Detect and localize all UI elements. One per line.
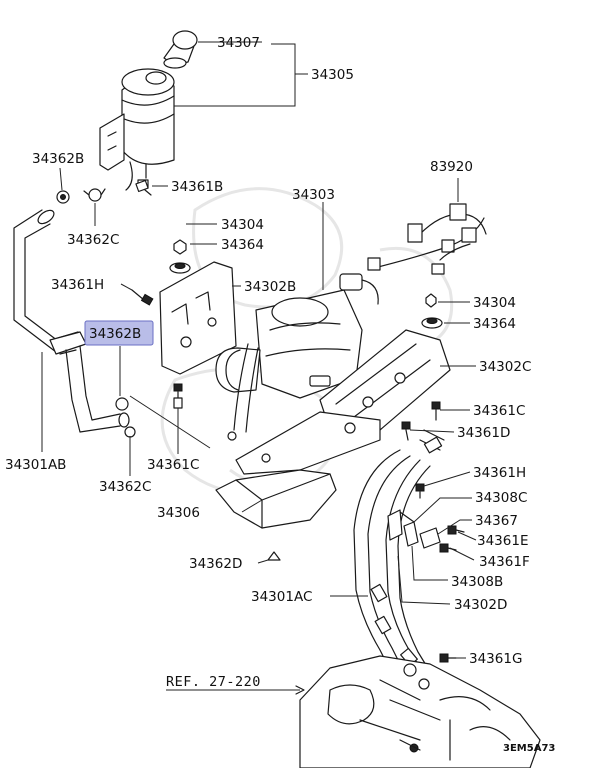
label-34362D[interactable]: 34362D <box>189 556 242 572</box>
label-34302B[interactable]: 34302B <box>244 279 296 295</box>
label-34361H-right[interactable]: 34361H <box>473 465 526 481</box>
label-34306[interactable]: 34306 <box>157 505 200 521</box>
label-34302C[interactable]: 34302C <box>479 359 531 375</box>
label-34362C-bottom[interactable]: 34362C <box>99 479 151 495</box>
label-34305[interactable]: 34305 <box>311 67 354 83</box>
washer-34364-top <box>169 262 191 274</box>
label-34361F[interactable]: 34361F <box>479 554 530 570</box>
label-ref-27-220[interactable]: REF. 27-220 <box>166 674 261 690</box>
label-34301AC[interactable]: 34301AC <box>251 589 312 605</box>
bracket-34308C <box>387 509 415 541</box>
label-34362B-top[interactable]: 34362B <box>32 151 84 167</box>
label-34367[interactable]: 34367 <box>475 513 518 529</box>
label-34308C[interactable]: 34308C <box>475 490 527 506</box>
clamp-34362B-top <box>56 190 70 204</box>
label-34361C-bottom[interactable]: 34361C <box>147 457 199 473</box>
label-83920[interactable]: 83920 <box>430 159 473 175</box>
clamp-34367 <box>419 527 441 549</box>
label-34361C-right[interactable]: 34361C <box>473 403 525 419</box>
label-34361D[interactable]: 34361D <box>457 425 510 441</box>
washer-34364-right <box>421 317 443 329</box>
power-steering-pump <box>215 273 379 441</box>
bracket-34308B <box>403 521 419 547</box>
bolt-34361E <box>447 525 465 535</box>
bracket-34302C <box>235 329 451 475</box>
bolt-34361F <box>439 543 457 553</box>
label-34361E[interactable]: 34361E <box>477 533 528 549</box>
clip-34362D <box>267 551 281 561</box>
label-34307[interactable]: 34307 <box>217 35 260 51</box>
nut-34304-top <box>173 239 187 255</box>
highlight-box-34362B <box>84 320 154 346</box>
bolt-34361D <box>401 421 411 441</box>
bolt-34361B <box>135 179 152 196</box>
label-34364-right[interactable]: 34364 <box>473 316 516 332</box>
label-34362B-highlighted[interactable]: 34362B <box>89 326 141 342</box>
label-34361H-left[interactable]: 34361H <box>51 277 104 293</box>
clamp-34362C-top <box>83 188 106 202</box>
reservoir-cap <box>163 30 198 69</box>
bolt-34361C-right <box>431 401 441 421</box>
leader-lines <box>41 41 477 695</box>
label-34361G[interactable]: 34361G <box>469 651 522 667</box>
nut-34304-right <box>425 293 437 308</box>
label-34304-right[interactable]: 34304 <box>473 295 516 311</box>
bolt-34361C-bottom <box>173 383 183 409</box>
label-34364-top[interactable]: 34364 <box>221 237 264 253</box>
label-34362C-top[interactable]: 34362C <box>67 232 119 248</box>
hose-34301AC <box>353 429 445 691</box>
diagram-code: 3EM5A73 <box>503 743 555 754</box>
cover-34306 <box>215 469 337 529</box>
label-34301AB[interactable]: 34301AB <box>5 457 66 473</box>
label-34304-top[interactable]: 34304 <box>221 217 264 233</box>
steering-gear-housing <box>299 655 541 768</box>
bolt-34361H-left <box>131 289 154 306</box>
label-34303[interactable]: 34303 <box>292 187 335 203</box>
reservoir <box>99 68 175 191</box>
label-34361B[interactable]: 34361B <box>171 179 223 195</box>
part-labels: 34307 34305 34362B 34361B 34362C 34303 8… <box>5 35 555 754</box>
bracket-34302B <box>159 261 237 375</box>
label-34302D[interactable]: 34302D <box>454 597 507 613</box>
bolt-34361H-right <box>415 483 425 499</box>
hose-34301AB <box>13 209 136 438</box>
wiring-harness-83920 <box>367 203 487 275</box>
bolt-34361G <box>439 653 457 663</box>
label-34308B[interactable]: 34308B <box>451 574 503 590</box>
